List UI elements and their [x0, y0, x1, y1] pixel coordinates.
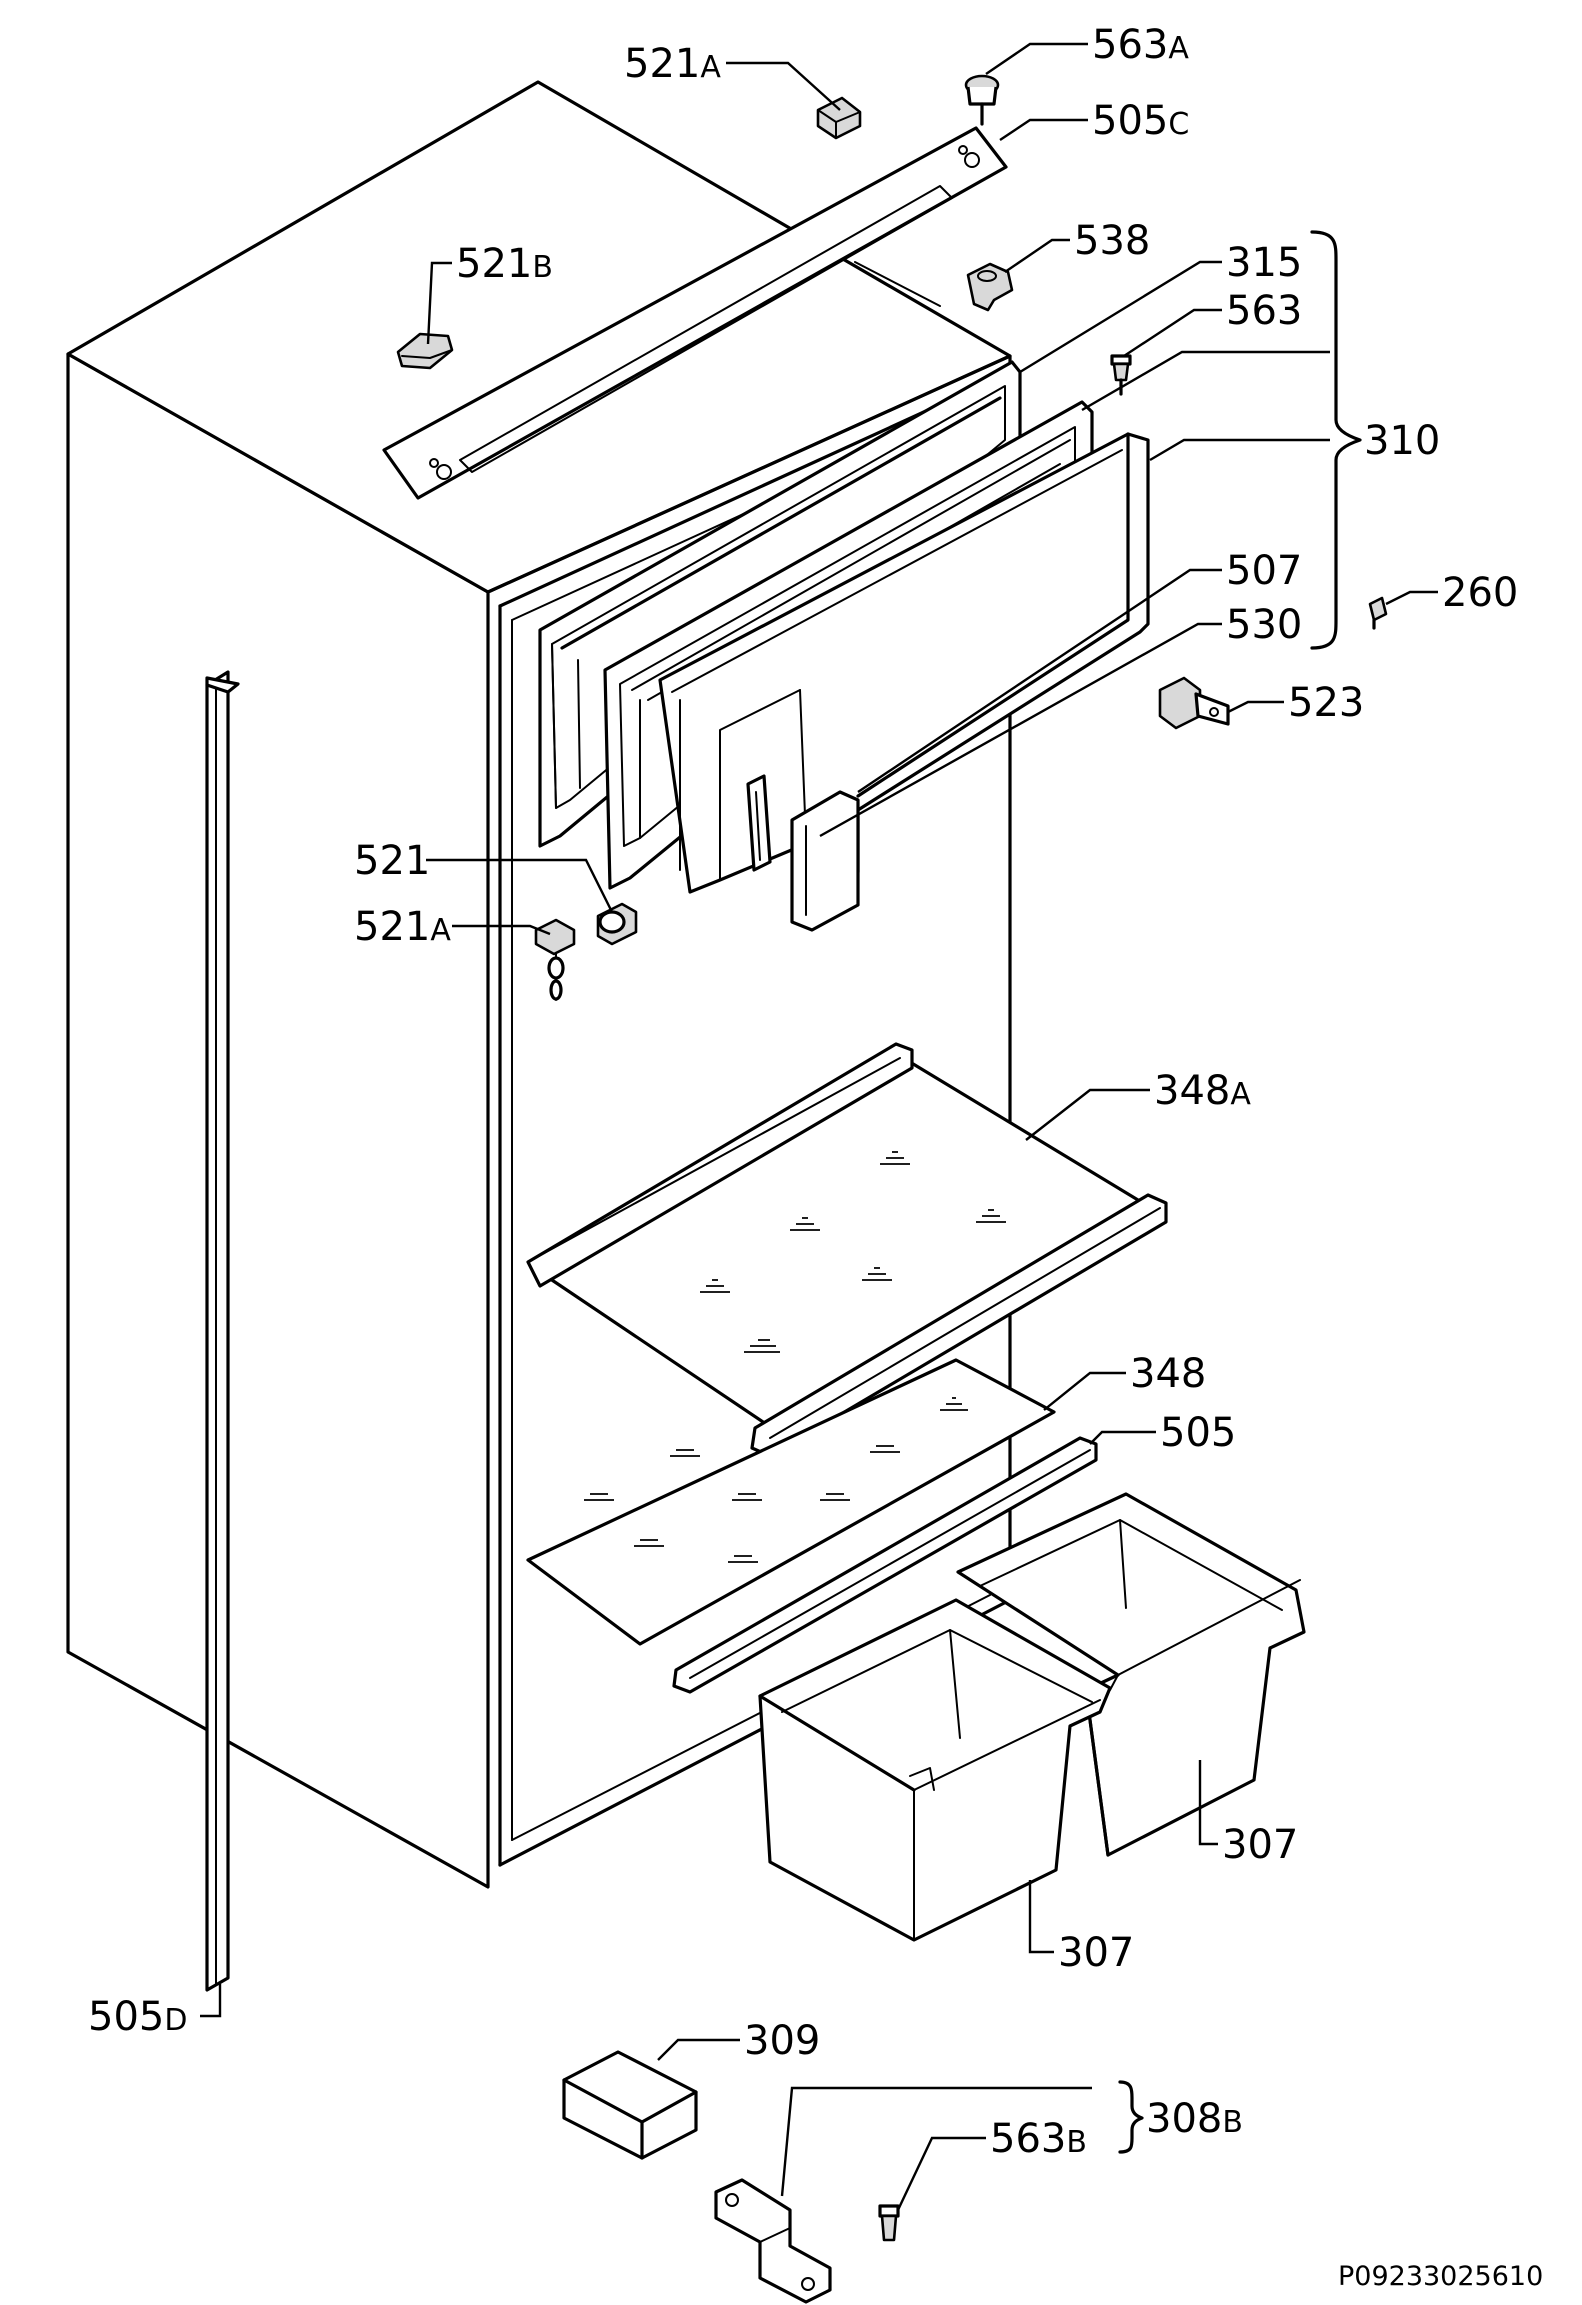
latch-523 [1158, 676, 1230, 730]
hinge-cap-521a-top [816, 96, 862, 140]
label-260: 260 [1442, 570, 1518, 616]
screw-563a [964, 74, 1000, 126]
label-505d: 505D [88, 1994, 187, 2040]
bottom-hinge-308b [714, 2178, 832, 2304]
label-505c: 505C [1092, 98, 1189, 144]
label-307-right: 307 [1222, 1822, 1298, 1868]
label-563a: 563A [1092, 22, 1189, 68]
label-348a: 348A [1154, 1068, 1251, 1114]
vertical-trim-strip-505d [205, 670, 240, 1992]
glass-shelf-348 [526, 1358, 1056, 1646]
block-309 [562, 2050, 698, 2160]
screw-563 [1110, 354, 1132, 396]
label-505: 505 [1160, 1410, 1236, 1456]
label-521b: 521B [456, 241, 553, 287]
label-308b: 308B [1146, 2096, 1243, 2142]
label-507: 507 [1226, 548, 1302, 594]
label-563: 563 [1226, 288, 1302, 334]
drawing-code: P09233025610 [1338, 2261, 1543, 2292]
leader-lines [200, 42, 1438, 2211]
hinge-bracket-538 [966, 262, 1014, 312]
label-563b: 563B [990, 2116, 1087, 2162]
top-cover-strip-505c [382, 126, 1008, 500]
label-310: 310 [1364, 418, 1440, 464]
group-bracket-310 [1310, 230, 1362, 650]
clip-260 [1368, 596, 1388, 630]
label-315: 315 [1226, 240, 1302, 286]
label-307-left: 307 [1058, 1930, 1134, 1976]
hinge-pin-521a [534, 918, 576, 1001]
label-521a-top: 521A [624, 41, 721, 87]
label-523: 523 [1288, 680, 1364, 726]
label-309: 309 [744, 2018, 820, 2064]
screw-563b [878, 2204, 900, 2242]
label-530: 530 [1226, 602, 1302, 648]
door-handle [746, 774, 860, 932]
crisper-drawer-307-left [758, 1598, 1112, 1942]
label-348: 348 [1130, 1351, 1206, 1397]
part-labels: 521A 563A 505C 521B 538 315 563 310 507 … [88, 22, 1543, 2292]
label-538: 538 [1074, 218, 1150, 264]
hinge-cap-521b [396, 332, 454, 370]
group-bracket-308b [1118, 2080, 1144, 2154]
label-521a-mid: 521A [354, 904, 451, 950]
glass-shelf-348a [526, 1042, 1168, 1458]
front-trim-strip-505 [672, 1436, 1098, 1694]
label-521: 521 [354, 838, 430, 884]
hinge-bushing-521 [596, 902, 638, 946]
